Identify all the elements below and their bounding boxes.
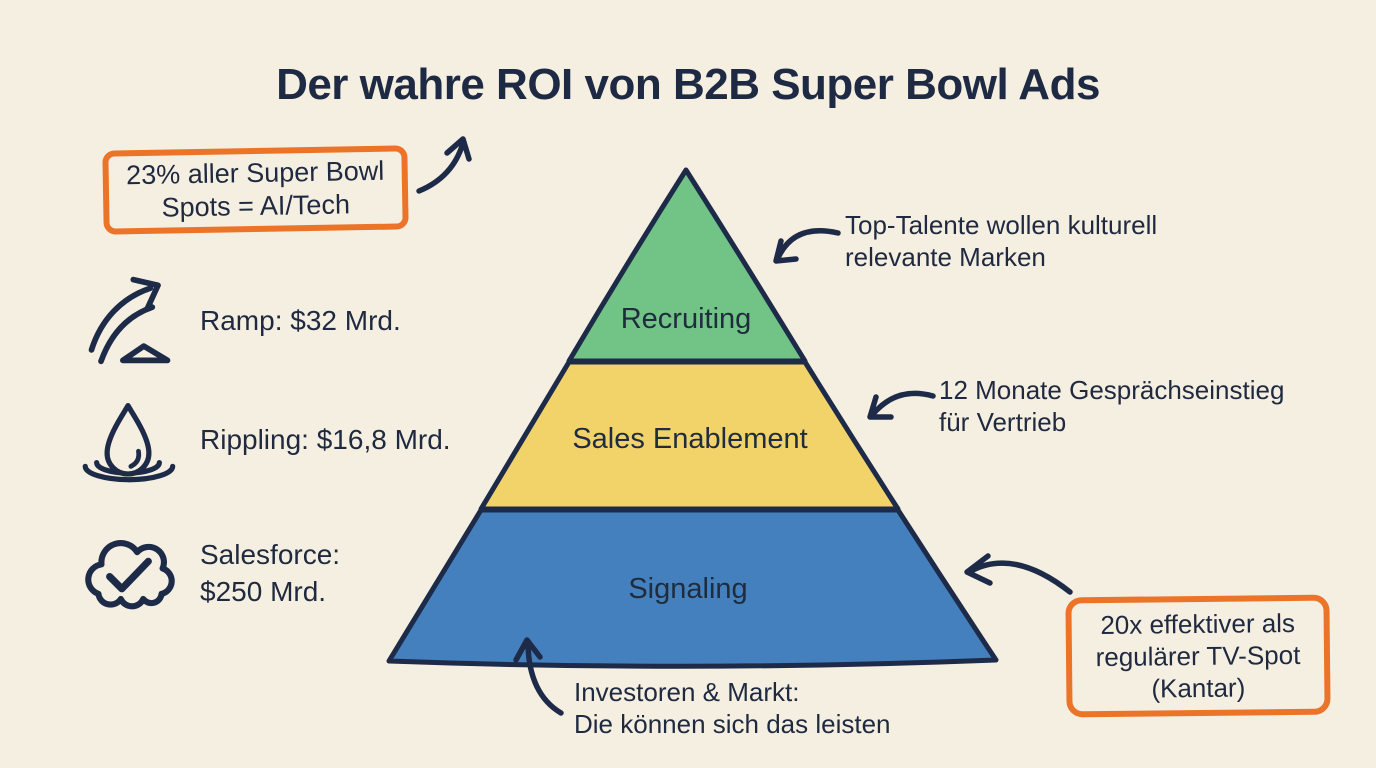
arrow-to-recruiting-icon	[773, 228, 841, 264]
growth-arrow-icon	[88, 276, 171, 365]
pyramid-label-recruiting: Recruiting	[620, 303, 752, 335]
water-drop-ripple-icon	[82, 402, 176, 483]
stat-rippling-label: Rippling: $16,8 Mrd.	[200, 424, 451, 455]
pyramid-label-signaling: Signaling	[628, 573, 748, 605]
pyramid-level-signaling-shape	[386, 507, 999, 669]
arrow-from-investors-icon	[513, 637, 564, 716]
pyramid-label-sales: Sales Enablement	[572, 423, 808, 455]
arrow-to-signaling-icon	[964, 553, 1073, 595]
annotation-investors: Investoren & Markt:Die können sich das l…	[574, 677, 891, 739]
cloud-check-icon	[85, 540, 175, 610]
arrow-to-title-icon	[416, 136, 472, 194]
stat-salesforce-label: Salesforce:$250 Mrd.	[200, 539, 341, 607]
page-title: Der wahre ROI von B2B Super Bowl Ads	[276, 60, 1100, 109]
arrow-to-sales-icon	[867, 390, 936, 420]
stat-ramp-label: Ramp: $32 Mrd.	[200, 305, 401, 336]
